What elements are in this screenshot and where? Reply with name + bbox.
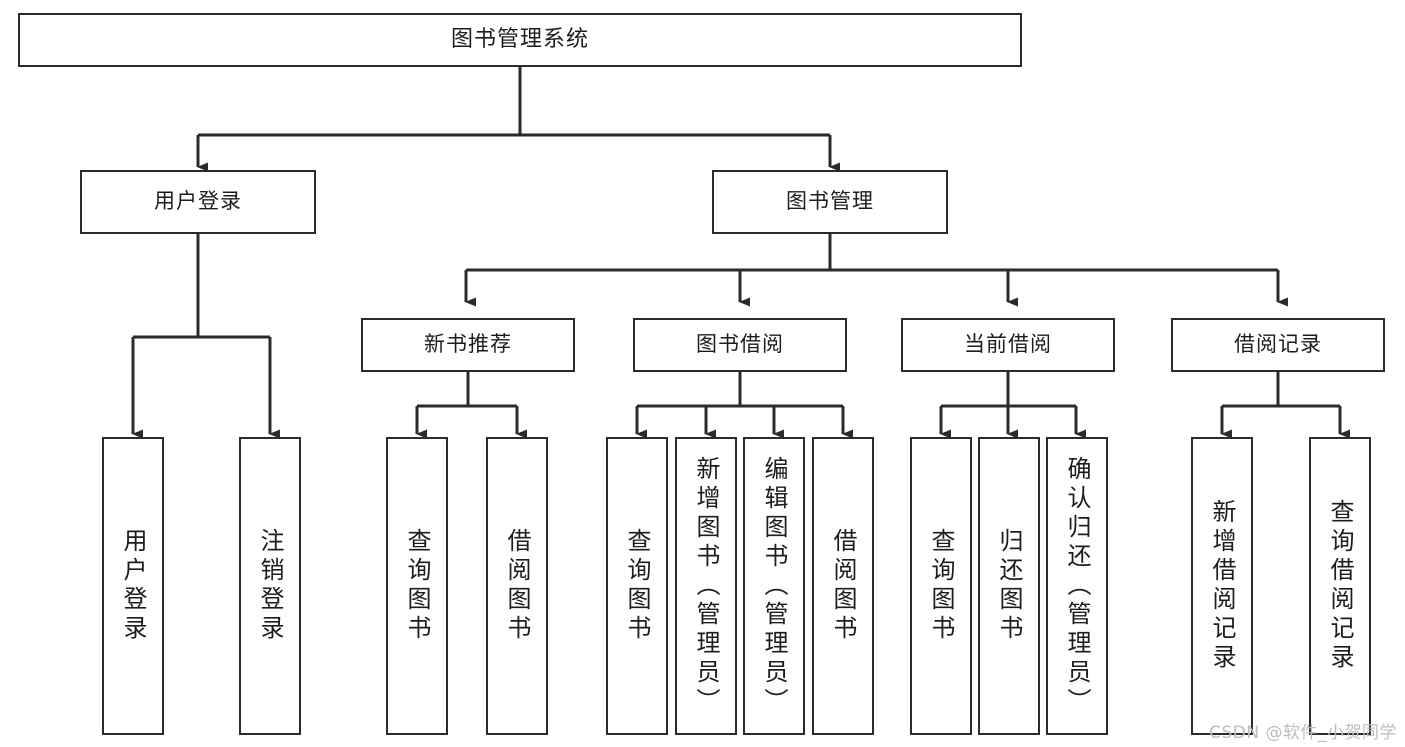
node-label: 用户登录 bbox=[119, 528, 147, 644]
node-label: 图书管理 bbox=[786, 189, 874, 214]
node-leaf-confirm-return[interactable]: 确认归还（管理员） bbox=[1046, 437, 1108, 735]
node-leaf-query-book-1[interactable]: 查询图书 bbox=[386, 437, 448, 735]
node-label: 注销登录 bbox=[256, 528, 284, 644]
node-label: 图书借阅 bbox=[696, 332, 784, 357]
node-label: 查询图书 bbox=[927, 528, 955, 644]
node-leaf-borrow-book-1[interactable]: 借阅图书 bbox=[486, 437, 548, 735]
node-leaf-return-book[interactable]: 归还图书 bbox=[978, 437, 1040, 735]
node-label: 新书推荐 bbox=[424, 332, 512, 357]
node-leaf-add-record[interactable]: 新增借阅记录 bbox=[1191, 437, 1253, 735]
node-label: 新增图书（管理员） bbox=[692, 455, 720, 717]
node-new-book-recommend[interactable]: 新书推荐 bbox=[361, 318, 575, 372]
node-label: 查询借阅记录 bbox=[1326, 499, 1354, 673]
node-book-manage[interactable]: 图书管理 bbox=[712, 170, 948, 234]
node-leaf-user-login[interactable]: 用户登录 bbox=[102, 437, 164, 735]
node-leaf-add-book[interactable]: 新增图书（管理员） bbox=[675, 437, 737, 735]
node-book-borrow[interactable]: 图书借阅 bbox=[633, 318, 847, 372]
node-label: 借阅记录 bbox=[1234, 332, 1322, 357]
node-label: 当前借阅 bbox=[964, 332, 1052, 357]
node-user-login[interactable]: 用户登录 bbox=[80, 170, 316, 234]
node-root-system[interactable]: 图书管理系统 bbox=[18, 13, 1022, 67]
csdn-watermark: CSDN @软件_小贺同学 bbox=[1209, 723, 1397, 743]
node-current-borrow[interactable]: 当前借阅 bbox=[901, 318, 1115, 372]
node-label: 编辑图书（管理员） bbox=[760, 455, 788, 717]
node-label: 查询图书 bbox=[403, 528, 431, 644]
node-borrow-record[interactable]: 借阅记录 bbox=[1171, 318, 1385, 372]
node-leaf-query-book-3[interactable]: 查询图书 bbox=[910, 437, 972, 735]
node-label: 借阅图书 bbox=[829, 528, 857, 644]
node-label: 归还图书 bbox=[995, 528, 1023, 644]
node-leaf-logout-login[interactable]: 注销登录 bbox=[239, 437, 301, 735]
node-leaf-query-book-2[interactable]: 查询图书 bbox=[606, 437, 668, 735]
node-label: 确认归还（管理员） bbox=[1063, 455, 1091, 717]
node-label: 新增借阅记录 bbox=[1208, 499, 1236, 673]
node-label: 借阅图书 bbox=[503, 528, 531, 644]
node-label: 图书管理系统 bbox=[450, 26, 589, 52]
node-label: 用户登录 bbox=[154, 189, 242, 214]
node-leaf-edit-book[interactable]: 编辑图书（管理员） bbox=[743, 437, 805, 735]
node-label: 查询图书 bbox=[623, 528, 651, 644]
node-leaf-borrow-book-2[interactable]: 借阅图书 bbox=[812, 437, 874, 735]
node-leaf-query-record[interactable]: 查询借阅记录 bbox=[1309, 437, 1371, 735]
